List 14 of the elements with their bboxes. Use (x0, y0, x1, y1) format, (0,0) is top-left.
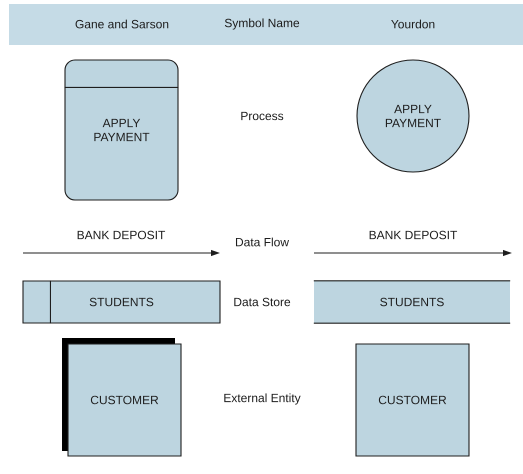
column-heading: Symbol Name (224, 18, 300, 30)
flow-label: BANK DEPOSIT (370, 230, 458, 240)
column-heading: Yourdon (391, 20, 434, 28)
data-store: STUDENTS (22, 280, 221, 324)
row-label: Data Store (234, 298, 290, 306)
row-label: Data Flow (236, 238, 290, 246)
entity-box: CUSTOMER (355, 343, 470, 457)
row-label: Process (241, 112, 284, 120)
column-heading: Gane and Sarson (76, 20, 168, 28)
flow-label: BANK DEPOSIT (78, 230, 166, 240)
data-store: STUDENTS (314, 280, 510, 324)
row-label: External Entity (224, 393, 301, 405)
entity-box: CUSTOMER (62, 338, 182, 457)
process-box: APPLY PAYMENT (64, 59, 179, 201)
